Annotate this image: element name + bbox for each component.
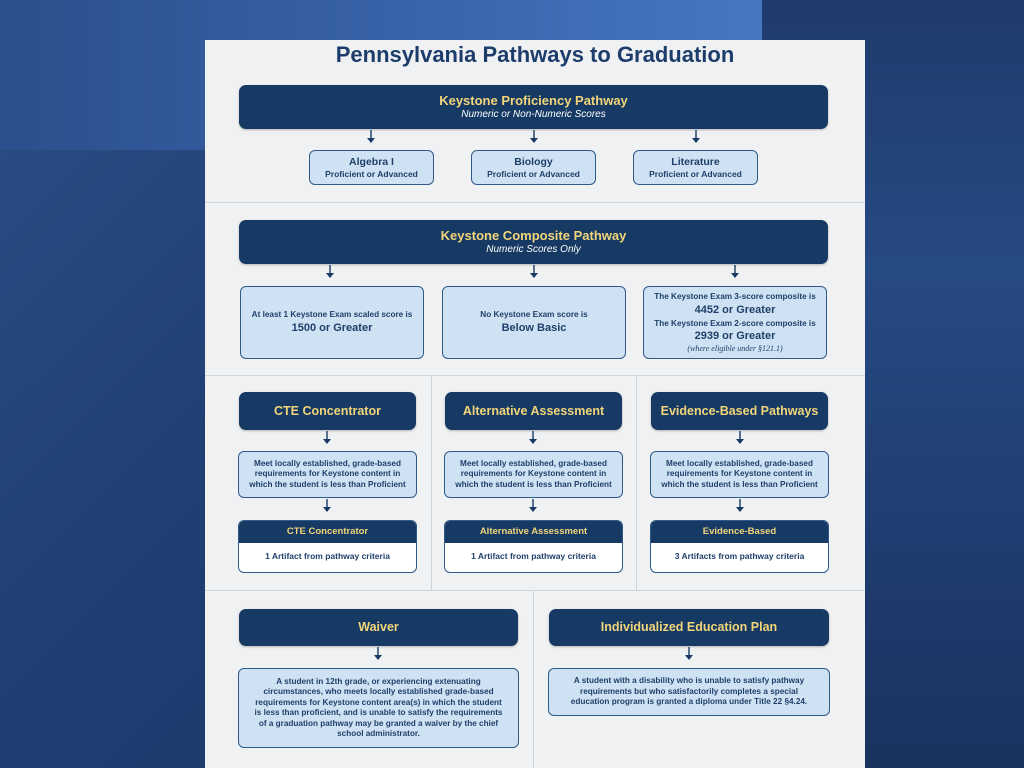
- waiver-line: of a graduation pathway may be granted a…: [258, 718, 499, 728]
- arrow-down-icon: [529, 499, 537, 512]
- subject-name: Algebra I: [349, 156, 394, 168]
- subject-box-algebra: Algebra I Proficient or Advanced: [309, 150, 434, 185]
- subject-box-literature: Literature Proficient or Advanced: [633, 150, 758, 185]
- iep-line: education program is granted a diploma u…: [570, 697, 808, 707]
- alternative-assessment-requirement-box: Meet locally established, grade-based re…: [444, 451, 623, 498]
- page-title: Pennsylvania Pathways to Graduation: [335, 42, 735, 67]
- waiver-description-box: A student in 12th grade, or experiencing…: [238, 668, 519, 748]
- requirement-line: Meet locally established, grade-based: [666, 458, 813, 468]
- waiver-line: school administrator.: [337, 729, 420, 738]
- alternative-assessment-title: Alternative Assessment: [462, 404, 605, 418]
- arrow-down-icon: [530, 265, 538, 278]
- card-text: 3 Artifacts from pathway criteria: [674, 551, 805, 561]
- composite-box-value: Below Basic: [501, 321, 567, 334]
- waiver-line: A student in 12th grade, or experiencing…: [276, 676, 481, 686]
- composite-box-text: At least 1 Keystone Exam scaled score is: [251, 310, 413, 320]
- requirement-line: which the student is less than Proficien…: [455, 479, 612, 489]
- column-divider: [636, 375, 637, 590]
- subject-requirement: Proficient or Advanced: [325, 169, 418, 179]
- subject-name: Literature: [671, 156, 720, 168]
- composite-box-no-below-basic: No Keystone Exam score is Below Basic: [442, 286, 626, 359]
- subject-name: Biology: [514, 156, 553, 168]
- requirement-line: which the student is less than Proficien…: [249, 479, 406, 489]
- iep-line: requirements but who satisfactorily comp…: [580, 686, 798, 696]
- requirement-line: requirements for Keystone content in: [460, 469, 607, 479]
- iep-line: A student with a disability who is unabl…: [573, 676, 805, 686]
- arrow-down-icon: [323, 431, 331, 444]
- composite-box-value: 1500 or Greater: [291, 321, 373, 334]
- proficiency-title: Keystone Proficiency Pathway: [439, 93, 628, 108]
- cte-title: CTE Concentrator: [274, 404, 381, 418]
- card-title: CTE Concentrator: [239, 521, 416, 543]
- arrow-down-icon: [692, 130, 700, 143]
- composite-box-text: No Keystone Exam score is: [480, 310, 588, 320]
- arrow-down-icon: [736, 431, 744, 444]
- subject-box-biology: Biology Proficient or Advanced: [471, 150, 596, 185]
- composite-subtitle: Numeric Scores Only: [486, 244, 581, 255]
- composite-header: Keystone Composite Pathway Numeric Score…: [239, 220, 828, 264]
- composite-box-composite-scores: The Keystone Exam 3-score composite is 4…: [643, 286, 827, 359]
- arrow-down-icon: [731, 265, 739, 278]
- arrow-down-icon: [736, 499, 744, 512]
- composite-box-note: (where eligible under §121.1): [687, 344, 783, 353]
- waiver-line: is less than proficient, and is unable t…: [254, 708, 503, 717]
- iep-header: Individualized Education Plan: [549, 609, 829, 646]
- composite-box-value: 2939 or Greater: [694, 330, 776, 342]
- alternative-assessment-header: Alternative Assessment: [445, 392, 622, 430]
- arrow-down-icon: [530, 130, 538, 143]
- subject-requirement: Proficient or Advanced: [649, 169, 742, 179]
- composite-box-value: 4452 or Greater: [694, 303, 776, 316]
- card-text: 1 Artifact from pathway criteria: [471, 551, 596, 561]
- alternative-assessment-artifact-card: Alternative Assessment 1 Artifact from p…: [444, 520, 623, 573]
- arrow-down-icon: [326, 265, 334, 278]
- requirement-line: requirements for Keystone content in: [254, 469, 401, 479]
- requirement-line: Meet locally established, grade-based: [460, 458, 607, 468]
- card-text: 1 Artifact from pathway criteria: [265, 551, 390, 561]
- iep-description-box: A student with a disability who is unabl…: [548, 668, 830, 716]
- arrow-down-icon: [685, 647, 693, 660]
- waiver-line: circumstances, who meets locally establi…: [263, 687, 494, 696]
- composite-box-text: The Keystone Exam 3-score composite is: [654, 292, 816, 301]
- cte-requirement-box: Meet locally established, grade-based re…: [238, 451, 417, 498]
- waiver-line: requirements for Keystone content area(s…: [255, 697, 502, 707]
- requirement-line: requirements for Keystone content in: [666, 469, 813, 479]
- card-title: Alternative Assessment: [445, 521, 622, 543]
- iep-title: Individualized Education Plan: [600, 620, 778, 634]
- cte-artifact-card: CTE Concentrator 1 Artifact from pathway…: [238, 520, 417, 573]
- arrow-down-icon: [529, 431, 537, 444]
- evidence-based-artifact-card: Evidence-Based 3 Artifacts from pathway …: [650, 520, 829, 573]
- evidence-based-header: Evidence-Based Pathways: [651, 392, 828, 430]
- section-divider: [205, 202, 865, 203]
- proficiency-header: Keystone Proficiency Pathway Numeric or …: [239, 85, 828, 129]
- card-title: Evidence-Based: [651, 521, 828, 543]
- composite-title: Keystone Composite Pathway: [440, 228, 627, 243]
- section-divider: [205, 590, 865, 591]
- cte-header: CTE Concentrator: [239, 392, 416, 430]
- column-divider: [533, 590, 534, 768]
- waiver-title: Waiver: [358, 620, 399, 634]
- evidence-based-title: Evidence-Based Pathways: [660, 404, 819, 418]
- arrow-down-icon: [323, 499, 331, 512]
- proficiency-subtitle: Numeric or Non-Numeric Scores: [461, 109, 606, 120]
- requirement-line: Meet locally established, grade-based: [254, 458, 401, 468]
- requirement-line: which the student is less than Proficien…: [661, 479, 818, 489]
- composite-box-text: The Keystone Exam 2-score composite is: [654, 318, 816, 328]
- evidence-based-requirement-box: Meet locally established, grade-based re…: [650, 451, 829, 498]
- column-divider: [431, 375, 432, 590]
- arrow-down-icon: [367, 130, 375, 143]
- pathways-document: Pennsylvania Pathways to Graduation Keys…: [205, 40, 865, 768]
- composite-box-scaled-score: At least 1 Keystone Exam scaled score is…: [240, 286, 424, 359]
- arrow-down-icon: [374, 647, 382, 660]
- section-divider: [205, 375, 865, 376]
- subject-requirement: Proficient or Advanced: [487, 169, 580, 179]
- waiver-header: Waiver: [239, 609, 518, 646]
